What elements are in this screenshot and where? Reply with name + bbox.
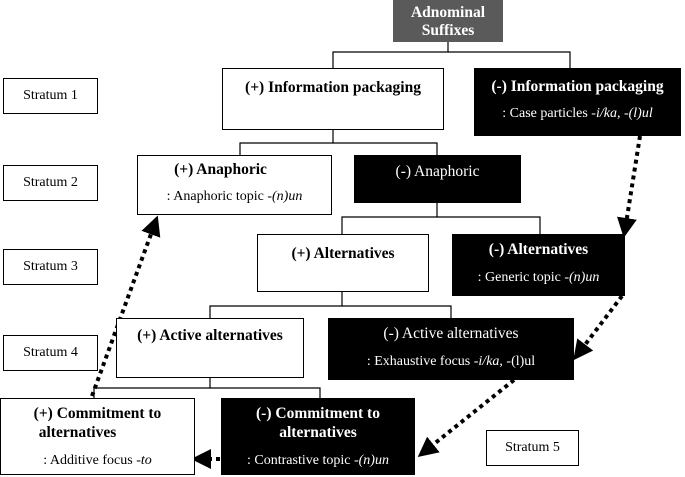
root-line2: Suffixes (421, 22, 475, 39)
node-active-minus: (-) Active alternatives : Exhaustive foc… (328, 318, 574, 380)
node-active-plus-title: (+) Active alternatives (137, 327, 283, 344)
connector-anaphoric-minus (341, 203, 438, 234)
node-anaphoric-plus-sub: : Anaphoric topic -(n)un (138, 188, 331, 205)
node-active-minus-title: (-) Active alternatives (383, 325, 519, 342)
connector-root-minus (448, 51, 571, 68)
node-active-plus: (+) Active alternatives (116, 318, 304, 378)
node-info-minus-sub-suffix: -i/ka, -(l)ul (591, 106, 653, 121)
node-anaphoric-minus-title: (-) Anaphoric (395, 163, 480, 180)
node-commit-minus-title-1: (-) Commitment to (256, 405, 380, 422)
node-info-minus-sub-prefix: : Case particles (502, 106, 592, 121)
node-commit-minus: (-) Commitment to alternatives : Contras… (221, 398, 415, 475)
node-active-minus-sub-suffix-1: -i/ka (473, 354, 500, 369)
node-commit-minus-title-2: alternatives (279, 424, 357, 441)
node-info-minus-title: (-) Information packaging (491, 78, 664, 95)
node-info-minus: (-) Information packaging : Case particl… (474, 68, 681, 136)
node-alt-plus: (+) Alternatives (257, 234, 429, 292)
node-anaphoric-plus-title: (+) Anaphoric (174, 161, 267, 178)
arrow-info-minus-to-alt-minus (617, 135, 642, 238)
connector-alt-plus-minus (342, 305, 452, 318)
node-info-plus-title: (+) Information packaging (245, 79, 421, 96)
connector-info-plus (239, 130, 334, 155)
arrow-commit-plus-to-anaphoric-plus (90, 215, 161, 397)
node-alt-minus-sub-prefix: : Generic topic (477, 270, 565, 285)
node-commit-plus-title-1: (+) Commitment to (33, 405, 162, 422)
node-commit-minus-sub-suffix: -(n)un (353, 453, 389, 468)
node-anaphoric-plus-sub-prefix: : Anaphoric topic (166, 189, 268, 204)
node-info-plus: (+) Information packaging (222, 68, 444, 130)
node-alt-minus-title: (-) Alternatives (488, 241, 589, 258)
stratum-label-3: Stratum 3 (3, 249, 98, 285)
connector-root (332, 42, 449, 68)
node-commit-plus-sub-suffix: -to (136, 453, 152, 468)
node-anaphoric-plus: (+) Anaphoric : Anaphoric topic -(n)un (137, 155, 332, 215)
stratum-label-5: Stratum 5 (486, 430, 579, 466)
node-alt-minus-sub-suffix: -(n)un (564, 270, 600, 285)
node-alt-plus-title: (+) Alternatives (291, 245, 395, 262)
node-info-minus-sub: : Case particles -i/ka, -(l)ul (475, 105, 680, 122)
connector-info-plus-minus (333, 142, 438, 155)
arrow-active-minus-to-commit-minus (417, 378, 516, 457)
node-active-minus-sub-mid: , (499, 354, 507, 369)
root-line1: Adnominal (410, 4, 486, 21)
node-anaphoric-plus-sub-suffix: -(n)un (267, 189, 303, 204)
connector-anaphoric-minus-minus (437, 216, 541, 234)
stratum-label-1: Stratum 1 (3, 78, 98, 114)
node-commit-plus-sub: : Additive focus -to (1, 452, 194, 469)
stratum-label-1-text: Stratum 1 (23, 88, 78, 103)
connector-alt-plus (209, 292, 343, 318)
node-commit-minus-sub: : Contrastive topic -(n)un (222, 452, 414, 469)
connector-active-plus (93, 378, 211, 398)
stratum-label-5-text: Stratum 5 (505, 440, 560, 455)
node-alt-minus: (-) Alternatives : Generic topic -(n)un (452, 234, 625, 296)
connector-active-plus-minus (210, 387, 321, 398)
stratum-label-2-text: Stratum 2 (23, 175, 78, 190)
node-active-minus-sub: : Exhaustive focus -i/ka, -(l)ul (329, 353, 573, 370)
root-node: Adnominal Suffixes (393, 0, 503, 42)
node-commit-minus-sub-prefix: : Contrastive topic (247, 453, 354, 468)
node-active-minus-sub-prefix: : Exhaustive focus (366, 354, 474, 369)
stratum-label-2: Stratum 2 (3, 165, 98, 201)
node-active-minus-sub-suffix-2: -(l)ul (506, 354, 536, 369)
node-commit-plus-sub-prefix: : Additive focus (43, 453, 137, 468)
stratum-label-4-text: Stratum 4 (23, 345, 78, 360)
stratum-label-3-text: Stratum 3 (23, 259, 78, 274)
node-alt-minus-sub: : Generic topic -(n)un (453, 269, 624, 286)
stratum-label-4: Stratum 4 (3, 335, 98, 371)
node-commit-plus: (+) Commitment to alternatives : Additiv… (0, 398, 195, 475)
node-anaphoric-minus: (-) Anaphoric (354, 155, 521, 203)
arrow-alt-minus-to-active-minus (573, 294, 624, 361)
node-commit-plus-title-2: alternatives (38, 424, 117, 441)
